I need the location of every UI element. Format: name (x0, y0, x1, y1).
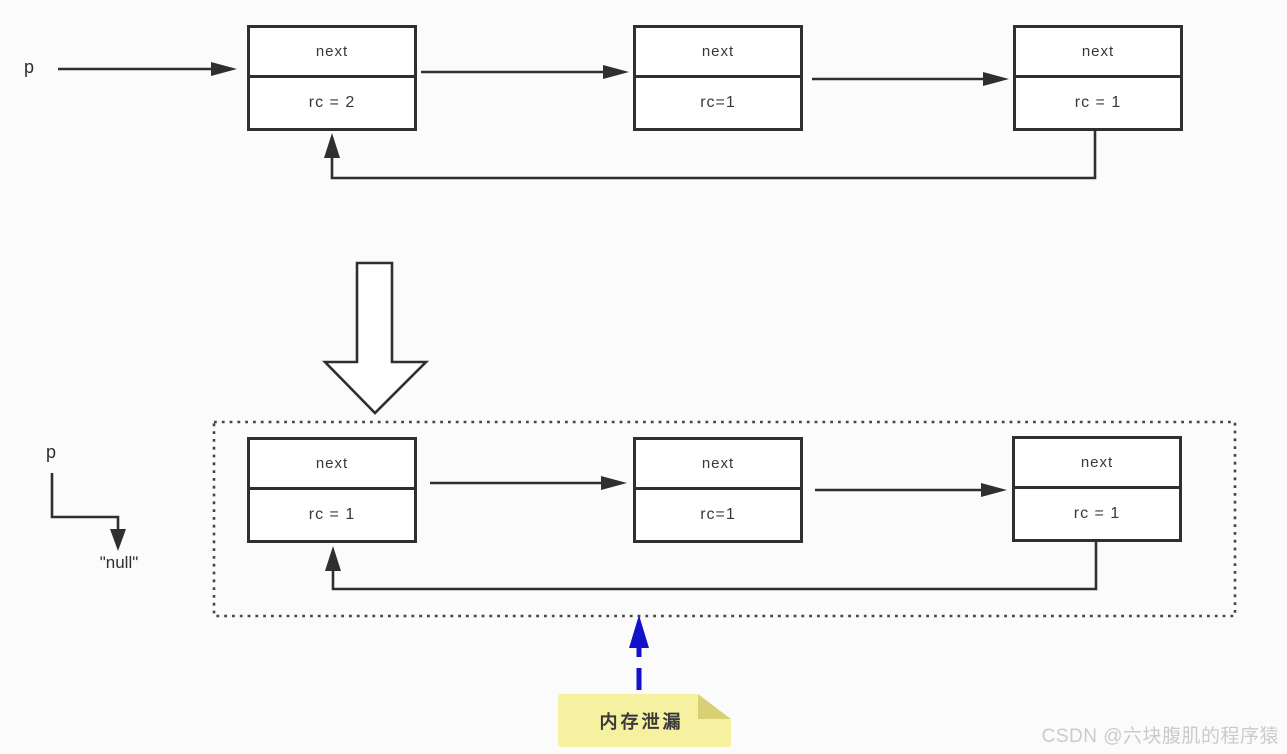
node-next-field: next (1016, 28, 1180, 78)
next-arrow-icon (430, 476, 627, 490)
watermark-text: CSDN @六块腹肌的程序猿 (1041, 726, 1279, 747)
leak-arrow-icon (629, 615, 649, 690)
list-node: next rc = 1 (247, 437, 417, 543)
node-rc-field: rc=1 (700, 506, 736, 523)
pointer-label-top: p (24, 57, 35, 77)
node-rc-field: rc = 1 (308, 506, 356, 523)
node-rc-field: rc=1 (700, 94, 736, 111)
loopback-arrow-icon (325, 542, 1098, 591)
pointer-to-null-arrow-icon (50, 473, 126, 551)
node-next-field: next (1015, 439, 1179, 489)
node-rc-field: rc = 2 (308, 94, 356, 111)
loopback-arrow-icon (324, 131, 1097, 180)
list-node: next rc = 1 (1012, 436, 1182, 542)
next-arrow-icon (815, 483, 1007, 497)
memory-leak-note: 内存泄漏 (558, 694, 731, 747)
dotted-boundary (212, 420, 1237, 618)
list-node: next rc = 1 (1013, 25, 1183, 131)
note-label: 内存泄漏 (599, 711, 684, 732)
pointer-label-bottom: p (46, 442, 57, 462)
node-next-field: next (636, 440, 800, 490)
node-next-field: next (636, 28, 800, 78)
list-node: next rc = 2 (247, 25, 417, 131)
null-label: "null" (99, 553, 139, 572)
list-node: next rc=1 (633, 25, 803, 131)
transform-down-arrow-icon (321, 261, 430, 415)
list-node: next rc=1 (633, 437, 803, 543)
node-next-field: next (250, 28, 414, 78)
node-rc-field: rc = 1 (1073, 505, 1121, 522)
next-arrow-icon (812, 72, 1009, 86)
pointer-arrow-icon (58, 62, 237, 76)
next-arrow-icon (421, 65, 629, 79)
node-rc-field: rc = 1 (1074, 94, 1122, 111)
node-next-field: next (250, 440, 414, 490)
